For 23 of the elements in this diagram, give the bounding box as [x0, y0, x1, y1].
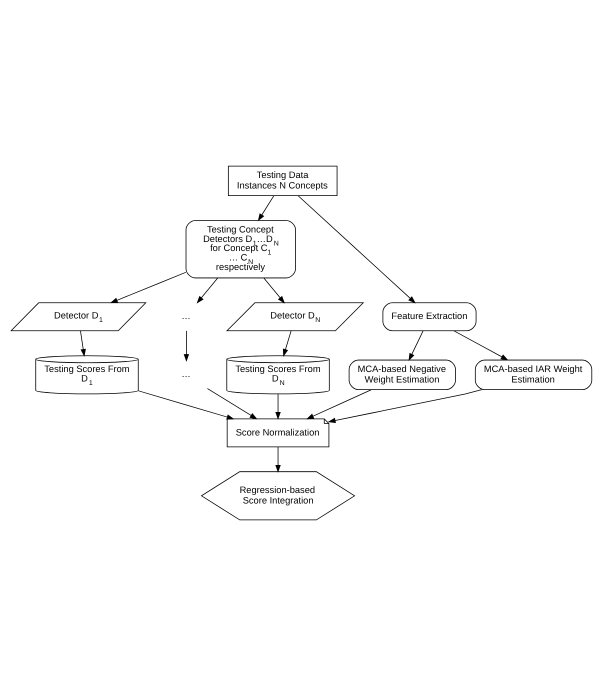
arrow	[454, 330, 509, 360]
arrow	[110, 272, 186, 304]
node-text: …	[181, 311, 191, 322]
arrow	[263, 278, 285, 304]
arrow	[258, 195, 274, 222]
arrow	[138, 390, 234, 420]
arrow	[184, 330, 190, 362]
arrow	[275, 446, 281, 473]
arrow	[282, 330, 292, 357]
node-box: MCA-based IAR Weight Estimation	[474, 360, 592, 390]
arrow	[306, 389, 372, 420]
arrow	[207, 388, 258, 420]
node-box: Testing Data Instances N Concepts	[228, 166, 338, 196]
node-box: MCA-based Negative Weight Estimation	[348, 360, 456, 390]
node-box: Feature Extraction	[382, 302, 476, 332]
arrow	[328, 389, 482, 424]
arrow	[298, 195, 416, 304]
arrow	[408, 330, 424, 362]
node-text: …	[181, 369, 191, 380]
arrow	[196, 278, 218, 304]
arrow	[80, 330, 86, 357]
node-box: Testing Concept Detectors D$_{1}$…D$_{N}$ for Concept C$_{1}$ … C$_{N}$ respectively	[186, 220, 296, 278]
arrow	[275, 394, 281, 420]
